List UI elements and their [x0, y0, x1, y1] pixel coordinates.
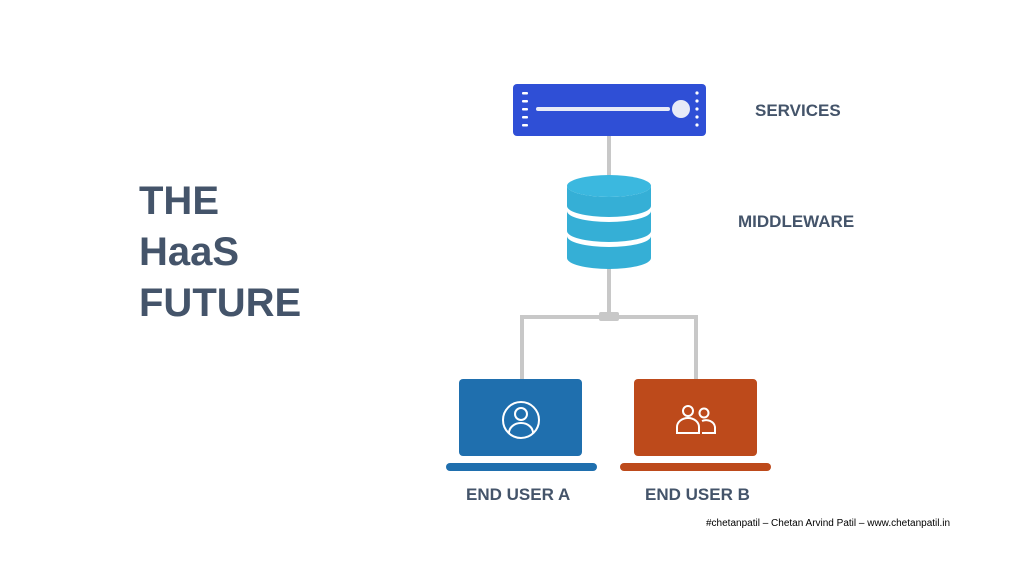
connector-junction-user-a — [520, 315, 609, 380]
title-line-2: HaaS — [139, 230, 240, 274]
slide-title: THE HaaS FUTURE — [139, 176, 301, 329]
middleware-database-icon — [567, 175, 651, 269]
services-server-icon — [513, 84, 706, 136]
end-user-b-laptop-icon — [620, 379, 771, 471]
connector-junction-user-b — [609, 315, 698, 380]
credit-text: #chetanpatil – Chetan Arvind Patil – www… — [706, 518, 951, 529]
middleware-label: MIDDLEWARE — [738, 212, 855, 231]
connectors — [520, 136, 698, 380]
end-user-a-label: END USER A — [466, 485, 571, 504]
users-icon — [676, 405, 716, 434]
end-user-a-laptop-icon — [446, 379, 597, 471]
title-line-3: FUTURE — [139, 281, 302, 325]
user-icon — [502, 401, 540, 439]
title-line-1: THE — [139, 179, 219, 223]
connector-junction — [599, 312, 619, 321]
end-user-b-label: END USER B — [645, 485, 750, 504]
services-label: SERVICES — [755, 101, 841, 120]
